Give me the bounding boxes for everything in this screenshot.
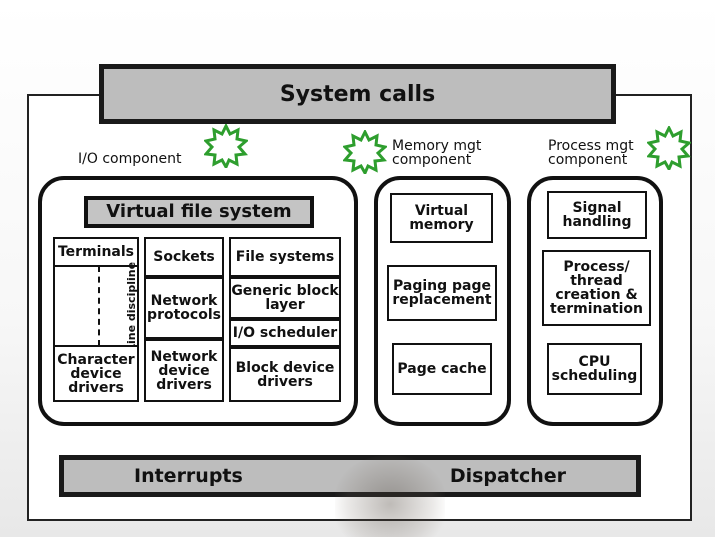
terminals-box: Terminals bbox=[53, 237, 139, 267]
interrupts-dispatcher-bar: Interrupts Dispatcher bbox=[59, 455, 641, 497]
file-systems-box: File systems bbox=[229, 237, 341, 277]
memory-mgt-label-line2: component bbox=[392, 152, 472, 168]
virtual-memory-box: Virtual memory bbox=[390, 193, 493, 243]
highlight-star-icon bbox=[647, 126, 691, 170]
process-thread-box: Process/ thread creation & termination bbox=[542, 250, 651, 326]
sockets-box: Sockets bbox=[144, 237, 224, 277]
virtual-file-system-box: Virtual file system bbox=[84, 196, 314, 228]
system-calls-bar: System calls bbox=[99, 64, 616, 124]
io-scheduler-box: I/O scheduler bbox=[229, 319, 341, 347]
network-device-drivers-box: Network device drivers bbox=[144, 339, 224, 402]
paging-box: Paging page replacement bbox=[387, 265, 497, 321]
line-discipline-label: Line discipline bbox=[125, 261, 139, 352]
page-cache-box: Page cache bbox=[392, 343, 492, 395]
block-device-drivers-box: Block device drivers bbox=[229, 347, 341, 402]
network-protocols-box: Network protocols bbox=[144, 277, 224, 339]
dashed-divider bbox=[98, 266, 100, 346]
memory-mgt-label: Memory mgt component bbox=[392, 139, 481, 167]
system-calls-label: System calls bbox=[279, 81, 436, 107]
process-mgt-label-line1: Process mgt bbox=[548, 138, 634, 154]
line-discipline-area: Line discipline bbox=[53, 262, 139, 351]
signal-handling-box: Signal handling bbox=[547, 191, 647, 239]
process-mgt-label-line2: component bbox=[548, 152, 628, 168]
highlight-star-icon bbox=[343, 130, 387, 174]
highlight-star-icon bbox=[204, 124, 248, 168]
io-component-label: I/O component bbox=[78, 151, 182, 167]
presenter-silhouette bbox=[335, 455, 445, 537]
character-device-drivers-box: Character device drivers bbox=[53, 345, 139, 402]
cpu-scheduling-box: CPU scheduling bbox=[547, 343, 642, 395]
dispatcher-label: Dispatcher bbox=[449, 465, 566, 487]
memory-mgt-label-line1: Memory mgt bbox=[392, 138, 482, 154]
generic-block-layer-box: Generic block layer bbox=[229, 277, 341, 319]
process-mgt-label: Process mgt component bbox=[548, 139, 634, 167]
interrupts-label: Interrupts bbox=[134, 465, 243, 487]
